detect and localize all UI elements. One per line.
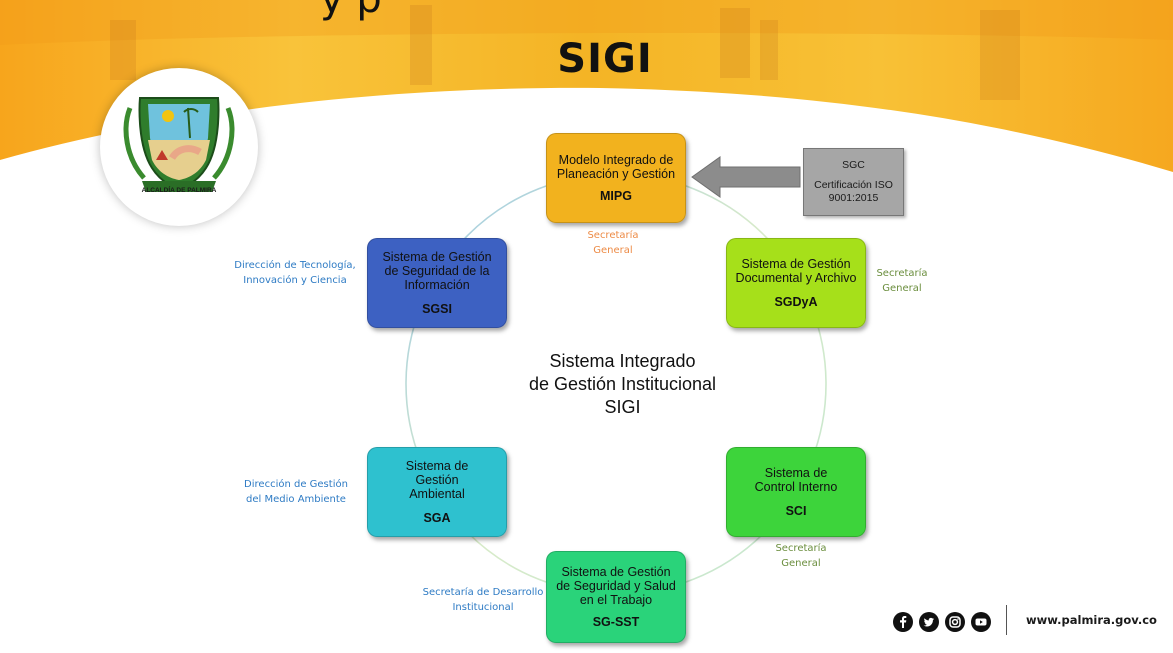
center-line-1: Sistema Integrado (549, 351, 696, 371)
node-abbr: SCI (785, 504, 807, 518)
node-sgdya: Sistema de Gestión Documental y Archivo … (726, 238, 866, 328)
node-mipg: Modelo Integrado de Planeación y Gestión… (546, 133, 686, 223)
node-sgsst: Sistema de Gestión de Seguridad y Salud … (546, 551, 686, 643)
node-abbr: SGDyA (774, 295, 818, 309)
sgc-certification: Certificación ISO 9001:2015 (814, 179, 893, 204)
node-abbr: MIPG (600, 189, 632, 203)
node-label: Sistema de Control Interno (754, 466, 838, 494)
responsible-sgsst: Secretaría de Desarrollo Institucional (422, 587, 544, 613)
node-label: Sistema de Gestión de Seguridad y Salud … (556, 565, 676, 607)
responsible-sga: Dirección de Gestión del Medio Ambiente (244, 479, 348, 505)
node-abbr: SG-SST (592, 615, 640, 629)
responsible-sgdya: Secretaría General (876, 268, 928, 294)
node-abbr: SGSI (422, 302, 452, 316)
node-sci: Sistema de Control Interno SCI (726, 447, 866, 537)
logo-caption: ALCALDÍA DE PALMIRA (141, 187, 217, 194)
twitter-icon[interactable] (919, 612, 939, 632)
youtube-icon[interactable] (971, 612, 991, 632)
website-link[interactable]: www.palmira.gov.co (1026, 613, 1157, 627)
responsible-sgsi: Dirección de Tecnología, Innovación y Ci… (234, 260, 356, 286)
cutoff-text: y p (320, 0, 382, 22)
center-title: Sistema Integrado de Gestión Institucion… (500, 350, 745, 419)
center-line-2: de Gestión Institucional (528, 374, 717, 394)
page-title: SIGI (557, 36, 653, 82)
node-label: Sistema de Gestión Documental y Archivo (735, 257, 857, 285)
footer-divider (1006, 605, 1007, 635)
sgc-box: SGC Certificación ISO 9001:2015 (803, 148, 904, 216)
left-arrow-icon (691, 156, 801, 198)
sgc-title: SGC (842, 159, 865, 171)
center-line-3: SIGI (604, 397, 641, 417)
node-sga: Sistema de Gestión Ambiental SGA (367, 447, 507, 537)
node-label: Modelo Integrado de Planeación y Gestión (556, 153, 676, 181)
node-abbr: SGA (423, 511, 451, 525)
header-banner (0, 0, 1173, 172)
instagram-icon[interactable] (945, 612, 965, 632)
palmira-seal-icon (123, 97, 235, 192)
palmira-logo: ALCALDÍA DE PALMIRA (100, 68, 258, 226)
responsible-sci: Secretaría General (775, 543, 827, 569)
node-label: Sistema de Gestión de Seguridad de la In… (382, 250, 492, 292)
node-sgsi: Sistema de Gestión de Seguridad de la In… (367, 238, 507, 328)
node-label: Sistema de Gestión Ambiental (405, 459, 469, 501)
facebook-icon[interactable] (893, 612, 913, 632)
responsible-mipg: Secretaría General (587, 230, 639, 256)
